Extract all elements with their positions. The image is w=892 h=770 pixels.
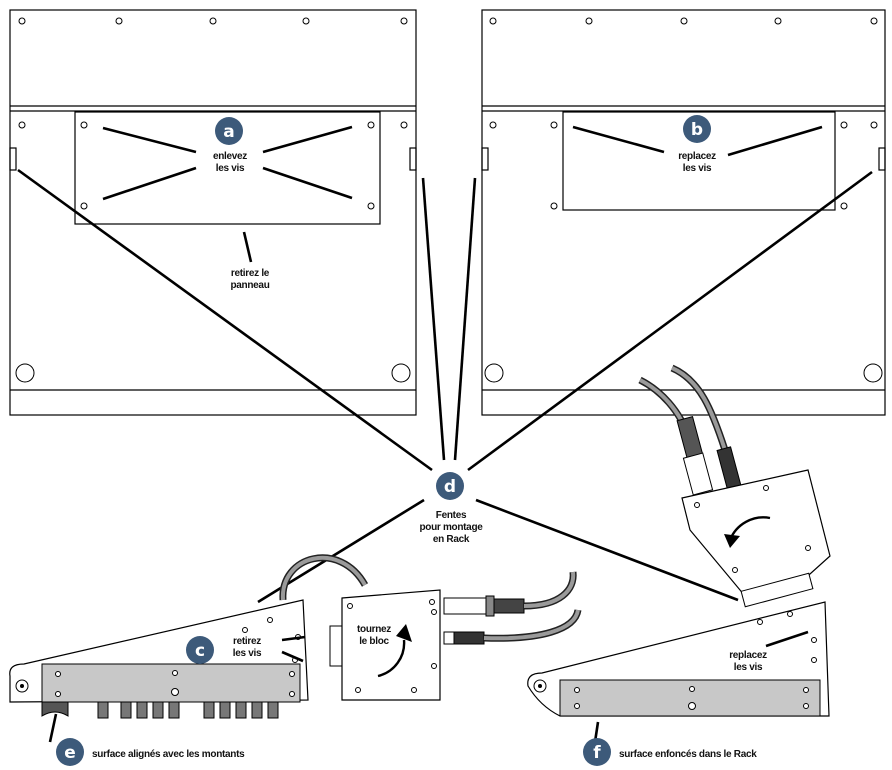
removable-panel-left [74,111,381,225]
label-b-line2: les vis [683,163,712,174]
badge-d [436,472,464,500]
label-c-line2: les vis [233,648,262,659]
mixer-top-view-left [9,9,417,416]
mixer-top-view-right [481,9,886,416]
badge-e [56,738,84,766]
block-note-line1: tournez [357,624,391,635]
label-b-line1: replacez [678,151,716,162]
badge-c [186,636,214,664]
label-c-line1: retirez [233,636,261,647]
badge-a-text: a [223,122,234,142]
badge-d-text: d [444,477,456,497]
badge-a [215,117,243,145]
block-note-line2: le bloc [359,636,389,647]
panel-note-line1: retirez le [231,268,270,279]
panel-right [562,111,836,211]
label-replace-screws-line1: replacez [729,650,767,661]
badge-b-text: b [691,120,703,140]
label-d-line2: pour montage [419,522,483,533]
badge-b [683,115,711,143]
label-e: surface alignés avec les montants [92,749,245,760]
label-f: surface enfoncés dans le Rack [619,749,757,760]
label-a-line2: les vis [216,163,245,174]
label-a-line1: enlevez [213,151,247,162]
panel-note-line2: panneau [230,280,269,291]
mixer-side-view-right [527,601,830,717]
label-replace-screws-line2: les vis [734,662,763,673]
io-block-middle [329,571,582,701]
badge-e-text: e [64,743,76,763]
label-d-line3: en Rack [433,534,470,545]
mixer-side-view-left [9,599,309,719]
badge-f [583,738,611,766]
io-block-rotated [638,364,831,608]
badge-f-text: f [593,743,601,763]
badge-c-text: c [195,641,205,661]
label-d-line1: Fentes [436,510,467,521]
